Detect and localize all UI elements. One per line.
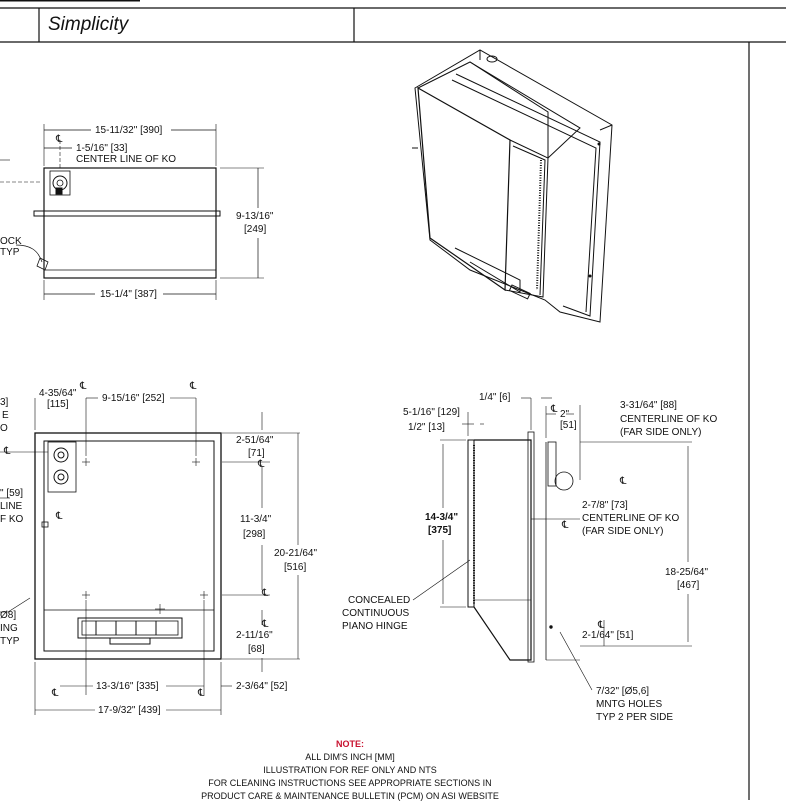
dim-mid-height: 11-3/4" <box>240 514 272 525</box>
dim-overall-height: 20-21/64" <box>274 548 317 559</box>
dim-ko-spacing: 9-15/16" [252] <box>102 393 165 404</box>
title-block: Simplicity <box>0 0 786 42</box>
centerline-mark: ℄ <box>561 520 569 531</box>
centerline-mark: ℄ <box>3 446 11 457</box>
top-view <box>0 124 264 300</box>
left-label: O <box>0 423 8 434</box>
centerline-mark: ℄ <box>197 688 205 699</box>
centerline-mark: ℄ <box>550 404 558 415</box>
left-label: " [59] <box>0 488 23 499</box>
top-view-labels: 15-11/32" [390] ℄ 1-5/16" [33] CENTER LI… <box>0 125 274 300</box>
left-label: LINE <box>0 501 23 512</box>
dim-overall-width: 17-9/32" [439] <box>98 705 161 716</box>
dim-right-height-mm: [467] <box>677 580 699 591</box>
dim-ko-depth-2: 2-7/8" [73] <box>582 500 628 511</box>
holes-label: MNTG HOLES <box>596 699 662 710</box>
left-label: ING <box>0 623 18 634</box>
dim-bottom-spacing: 13-3/16" [335] <box>96 681 159 692</box>
dim-mid-height-mm: [298] <box>243 529 265 540</box>
left-label: Ø8] <box>0 610 16 621</box>
dim-ko-depth: 3-31/64" [88] <box>620 400 677 411</box>
left-label: F KO <box>0 514 24 525</box>
centerline-mark: ℄ <box>257 459 265 470</box>
dim-overall-width: 15-11/32" [390] <box>95 125 163 136</box>
left-label: E <box>2 410 9 421</box>
left-label: TYP <box>0 636 20 647</box>
lock-typ-label: TYP <box>0 247 20 258</box>
isometric-view <box>412 49 613 323</box>
dim-depth-mm: [249] <box>244 224 266 235</box>
centerline-mark: ℄ <box>55 511 63 522</box>
ko-centerline-label: CENTERLINE OF KO <box>620 414 717 425</box>
note-block: NOTE: ALL DIM'S INCH [MM] ILLUSTRATION F… <box>120 738 580 803</box>
dim-bottom-offset: 2-1/64" [51] <box>582 630 634 641</box>
left-label: 3] <box>0 397 9 408</box>
hinge-label: CONTINUOUS <box>342 608 410 619</box>
lock-label: OCK <box>0 236 22 247</box>
product-name: Simplicity <box>48 14 129 35</box>
dim-inner-width: 15-1/4" [387] <box>100 289 157 300</box>
note-title: NOTE: <box>336 739 364 749</box>
dim-ko-gap: 2" <box>560 409 570 420</box>
side-view <box>412 397 692 691</box>
ko-centerline-label-2: CENTERLINE OF KO <box>582 513 679 524</box>
dim-flange: 1/4" [6] <box>479 392 511 403</box>
dim-ko-offset: 1-5/16" [33] <box>76 143 128 154</box>
dim-ko-gap-mm: [51] <box>560 420 577 431</box>
far-side-label: (FAR SIDE ONLY) <box>620 427 702 438</box>
note-line: ALL DIM'S INCH [MM] <box>305 752 395 762</box>
centerline-mark: ℄ <box>619 476 627 487</box>
side-view-labels: 1/4" [6] 5-1/16" [129] 1/2" [13] ℄ 2" [5… <box>342 392 717 723</box>
hinge-label: CONCEALED <box>348 595 410 606</box>
dim-depth: 9-13/16" <box>236 211 274 222</box>
far-side-label-2: (FAR SIDE ONLY) <box>582 526 664 537</box>
ko-centerline-label: CENTER LINE OF KO <box>76 154 176 165</box>
centerline-mark: ℄ <box>261 588 269 599</box>
dim-ko-left: 4-35/64" <box>39 388 77 399</box>
centerline-mark: ℄ <box>51 688 59 699</box>
dim-lip: 1/2" [13] <box>408 422 445 433</box>
note-line: FOR CLEANING INSTRUCTIONS SEE APPROPRIAT… <box>208 778 492 788</box>
hinge-label: PIANO HINGE <box>342 621 408 632</box>
holes-label: TYP 2 PER SIDE <box>596 712 673 723</box>
dim-right-offset: 2-3/64" [52] <box>236 681 288 692</box>
dim-ko-left-mm: [115] <box>47 399 69 410</box>
dim-bottom-offset-mm: [68] <box>248 644 265 655</box>
holes-label: 7/32" [Ø5,6] <box>596 686 649 697</box>
centerline-mark: ℄ <box>597 620 605 631</box>
front-view-labels: 4-35/64" [115] ℄ ℄ 9-15/16" [252] 2-51/6… <box>0 381 317 716</box>
note-line: PRODUCT CARE & MAINTENANCE BULLETIN (PCM… <box>201 791 499 801</box>
dim-depth: 5-1/16" [129] <box>403 407 460 418</box>
dim-height-mm: [375] <box>428 525 451 536</box>
front-view <box>0 397 300 715</box>
dim-top-offset-mm: [71] <box>248 448 265 459</box>
dim-height: 14-3/4" <box>425 512 458 523</box>
dim-overall-height-mm: [516] <box>284 562 306 573</box>
dim-right-height: 18-25/64" <box>665 567 708 578</box>
centerline-mark: ℄ <box>261 619 269 630</box>
dim-bottom-offset: 2-11/16" <box>236 630 273 641</box>
dim-top-offset: 2-51/64" <box>236 435 274 446</box>
note-line: ILLUSTRATION FOR REF ONLY AND NTS <box>263 765 437 775</box>
centerline-mark: ℄ <box>79 381 87 392</box>
centerline-mark: ℄ <box>55 134 63 145</box>
centerline-mark: ℄ <box>189 381 197 392</box>
